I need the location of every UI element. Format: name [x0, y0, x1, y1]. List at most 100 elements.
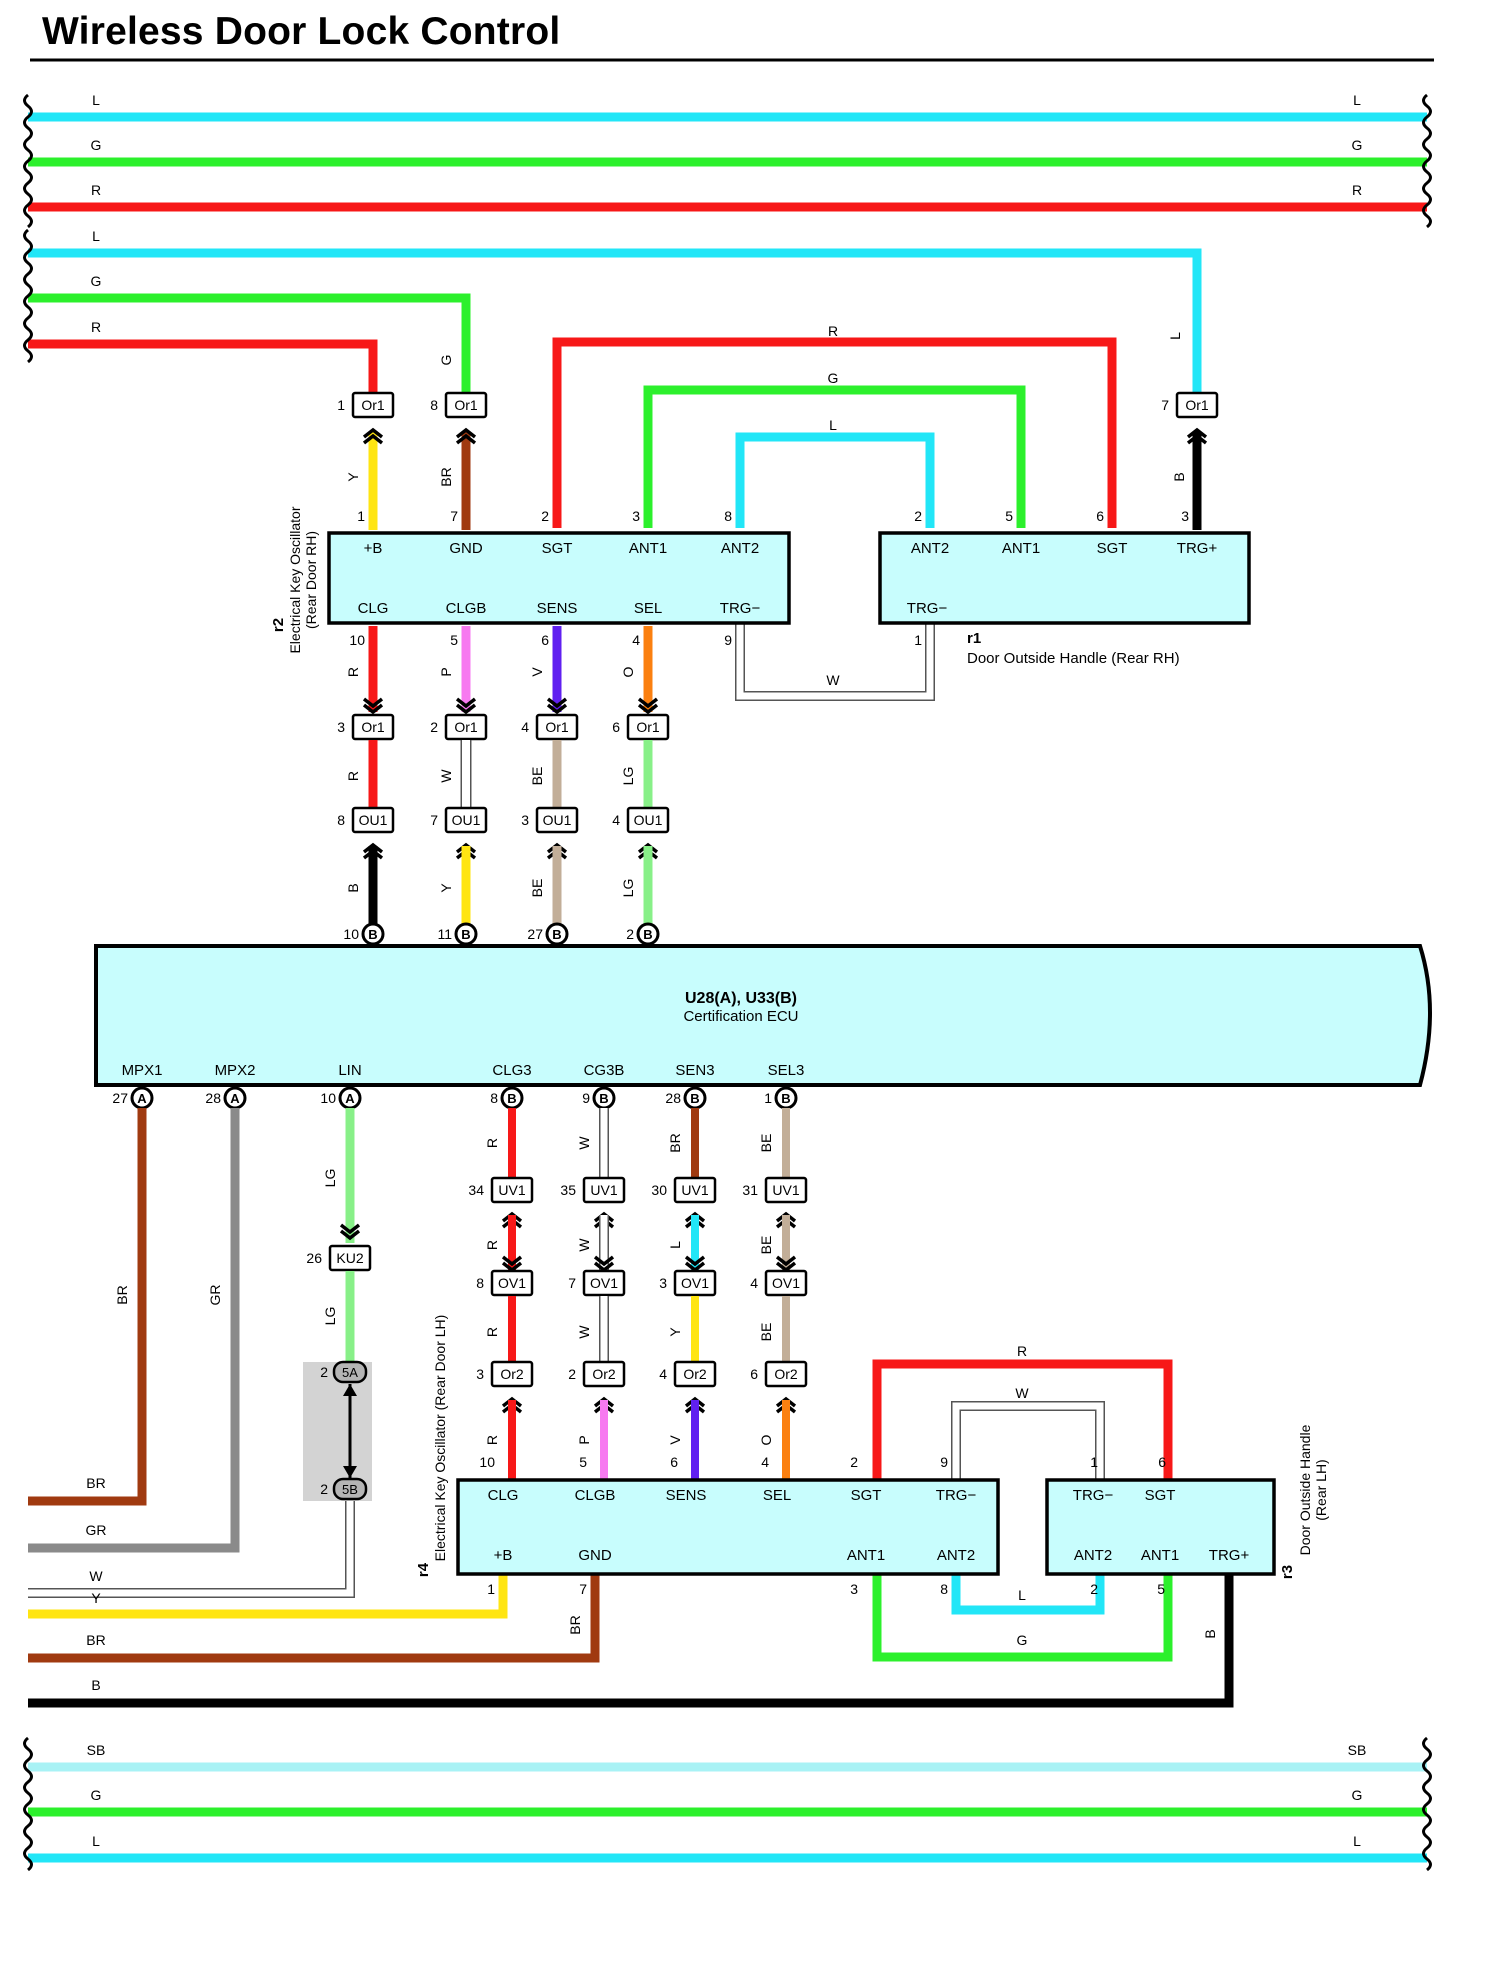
r2-gnd-top-color: G: [438, 355, 454, 366]
r2-bottom-pin-CLGB: CLGB: [446, 600, 487, 617]
r1-trg-chevron: [1186, 427, 1208, 445]
page-title: Wireless Door Lock Control: [42, 10, 561, 53]
uv1-3-box: [764, 1176, 808, 1204]
bus-bottom-right-break: [1422, 1736, 1432, 1872]
r1-top-pin-num-2: 2: [914, 508, 922, 524]
ov1-1-pin: 7: [568, 1275, 576, 1291]
r2-bottom-color-c-1: Y: [438, 883, 454, 893]
bus-bottom-label-0: SB: [87, 1742, 106, 1758]
uv1-2-box: [673, 1176, 717, 1204]
r4-top-pin-num-10: 10: [479, 1454, 495, 1470]
r2-top-pin-ANT1: ANT1: [629, 540, 667, 557]
r4-r3-ant1-wire: [872, 1575, 1173, 1662]
r4-top-pin-TRG−: TRG−: [936, 1487, 977, 1504]
ecu-bottom-pin-6-letter: B: [781, 1091, 790, 1106]
or1-mid-1-label: Or1: [454, 719, 478, 735]
ecu-bottom-color-b-3: BE: [758, 1236, 774, 1255]
bus-top-left-break-a: [23, 93, 33, 229]
ov1-2-label: OV1: [681, 1275, 709, 1291]
or1-mid-2-pin: 4: [521, 719, 529, 735]
ecu-bottom-pin-0-letter: A: [137, 1091, 147, 1106]
or1-mid-0-label: Or1: [361, 719, 385, 735]
r4-bottom-pin-num-7: 7: [579, 1581, 587, 1597]
bus-bottom-right-label-0: SB: [1348, 1742, 1367, 1758]
ov1-1-label: OV1: [590, 1275, 618, 1291]
r3-trg-plus-bus-label: B: [91, 1677, 100, 1693]
r3-bottom-pin-num-3: 3: [1224, 1581, 1232, 1597]
r2-bottom-pin-num-10: 10: [349, 632, 365, 648]
r4-r3-trg-wire: [951, 1401, 1105, 1480]
ecu-bottom-color-d-0: R: [484, 1435, 500, 1445]
or1-mid-3-pin: 6: [612, 719, 620, 735]
bus-bottom-label-1: G: [91, 1787, 102, 1803]
r2-top-pin-GND: GND: [449, 540, 483, 557]
r2-bottom-color-b-2: BE: [529, 767, 545, 786]
ku2-box: [328, 1244, 372, 1272]
r3-top-pin-num-6: 6: [1158, 1454, 1166, 1470]
r2-bottom-pin-num-6: 6: [541, 632, 549, 648]
r3-bottom-pin-num-5: 5: [1157, 1581, 1165, 1597]
ou1-3-pin: 4: [612, 812, 620, 828]
j5b-label: 5B: [342, 1482, 358, 1497]
r3-trg-plus-color: B: [1202, 1629, 1218, 1638]
ecu-box: [94, 944, 1432, 1087]
r4-name: Electrical Key Oscillator (Rear Door LH): [432, 1315, 448, 1562]
r4-plusb-bus-label: Y: [91, 1590, 101, 1606]
r3-box: [1045, 1478, 1276, 1576]
r2-name: Electrical Key Oscillator: [287, 506, 303, 653]
ecu-bottom-color-d-3: O: [758, 1434, 774, 1445]
mpx1-color: BR: [114, 1285, 130, 1304]
or2-2-box: [673, 1360, 717, 1388]
r2-top-pin-num-3: 3: [632, 508, 640, 524]
r1-trg-color: B: [1171, 472, 1187, 481]
ecu-bottom-label-0: MPX1: [122, 1062, 163, 1079]
ou1-0-box: [351, 806, 395, 834]
ov1-1-box: [582, 1269, 626, 1297]
r4-r3-ant2-label: L: [1018, 1587, 1026, 1603]
r2-bottom-color-c-3: LG: [620, 879, 636, 898]
ecu-bottom-color-a-2: BR: [667, 1133, 683, 1152]
ecu-bottom-pin-3-letter: B: [507, 1091, 516, 1106]
r2-bottom-color-a-2: V: [529, 667, 545, 677]
or1-mid-3-label: Or1: [636, 719, 660, 735]
ecu-top-pin-0-letter: B: [368, 927, 377, 942]
r4-top-pin-num-4: 4: [761, 1454, 769, 1470]
r2-r1-ant2-wire: [735, 432, 935, 528]
ecu-top-pin-2-letter: B: [552, 927, 561, 942]
uv1-3-label: UV1: [772, 1182, 799, 1198]
r2-bottom-pin-TRG−: TRG−: [720, 600, 761, 617]
r2-gnd-chevron: [455, 427, 477, 445]
r2-bottom-pin-num-9: 9: [724, 632, 732, 648]
ecu-bottom-pin-0-pin: 27: [112, 1090, 128, 1106]
r3-trg-plus-wire: [28, 1575, 1234, 1708]
ecu-bottom-pin-3-pin: 8: [490, 1090, 498, 1106]
r4-top-pin-CLG: CLG: [488, 1487, 519, 1504]
or1-top-8-box: [444, 391, 488, 419]
r2-top-pin-num-7: 7: [450, 508, 458, 524]
ecu-bottom-color-b-0: R: [484, 1240, 500, 1250]
r2-bottom-pin-SEL: SEL: [634, 600, 662, 617]
bus-top-label-3: L: [92, 228, 100, 244]
r3-name: Door Outside Handle: [1297, 1424, 1313, 1555]
ecu-bottom-color-a-1: W: [576, 1136, 592, 1150]
bus-top-right-label-1: G: [1352, 137, 1363, 153]
ecu-bottom-pin-5-letter: B: [690, 1091, 699, 1106]
ecu-bottom-pin-4-pin: 9: [582, 1090, 590, 1106]
r2-bottom-color-a-1: P: [438, 667, 454, 676]
ecu-bottom-color-a-0: R: [484, 1138, 500, 1148]
bus-top-label-5: R: [91, 319, 101, 335]
bus-top-wire-5: [28, 339, 378, 392]
ecu-bottom-color-c-2: Y: [667, 1327, 683, 1337]
j5a-pin: 2: [320, 1364, 328, 1380]
ecu-id: U28(A), U33(B): [685, 990, 797, 1007]
ecu-bottom-color-b-1: W: [576, 1238, 592, 1252]
ecu-bottom-pin-2-letter: A: [345, 1091, 355, 1106]
r2-sub: (Rear Door RH): [303, 531, 319, 629]
r2-bottom-chevron-a-0: [362, 697, 384, 715]
ecu-bottom-pin-1-letter: A: [230, 1091, 240, 1106]
r4-bottom-pin-GND: GND: [578, 1547, 612, 1564]
bus-top-right-label-2: R: [1352, 182, 1362, 198]
lin-chevron: [339, 1223, 361, 1241]
r4-top-pin-num-2: 2: [850, 1454, 858, 1470]
